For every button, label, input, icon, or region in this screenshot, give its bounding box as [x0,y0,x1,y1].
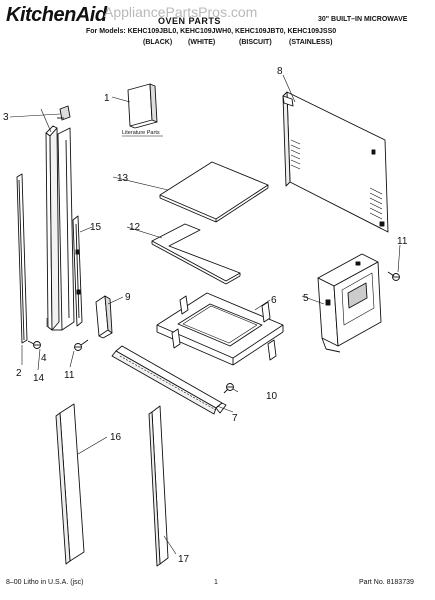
callout-12: 12 [129,222,141,233]
part-bracket-9 [95,295,113,339]
footer-page-number: 1 [214,579,218,586]
part-screw-10 [223,383,234,394]
part-flat-panel-13 [159,161,269,223]
callout-1: 1 [104,93,110,104]
part-side-strip-15 [72,215,83,327]
part-trim-17 [148,405,169,567]
page-title: OVEN PARTS [158,16,221,26]
callout-5: 5 [303,293,309,304]
callout-11-left: 11 [64,370,75,381]
product-type: 30" BUILT–IN MICROWAVE [318,16,408,23]
callout-14: 14 [33,373,45,384]
callout-6: 6 [271,295,277,306]
watermark: AppliancePartsPros.com [104,4,258,20]
callout-10: 10 [266,391,278,402]
callout-7: 7 [232,413,238,424]
callout-11-right: 11 [397,236,408,247]
callout-4: 4 [41,353,47,364]
finish-label: (STAINLESS) [289,39,333,46]
callout-labels: 1 2 3 4 5 6 7 8 9 10 11 11 12 13 14 15 1… [3,66,408,565]
part-front-trim-7 [111,345,227,415]
finish-label: (BLACK) [143,39,173,46]
part-bottom-tray-6 [156,292,284,366]
finish-label: (BISCUIT) [239,39,272,46]
footer-litho: 8–00 Litho in U.S.A. (jsc) [6,579,84,586]
callout-9: 9 [125,292,131,303]
callout-2: 2 [16,368,22,379]
part-screw-11-right [387,271,400,281]
part-literature-book [127,83,158,129]
part-seal-12 [151,223,241,285]
literature-parts-label: Literature Parts [122,130,160,136]
finish-label: (WHITE) [188,39,216,46]
part-clip [57,105,71,121]
part-side-strip-2 [16,173,28,344]
callout-16: 16 [110,432,122,443]
model-list: For Models: KEHC109JBL0, KEHC109JWH0, KE… [86,28,337,35]
part-rear-panel-5 [317,253,382,353]
brand-logo: KitchenAid [6,4,107,26]
part-trim-16 [55,403,85,565]
part-screw-11 [74,339,89,351]
callout-15: 15 [90,222,102,233]
part-screw-14 [27,340,41,349]
part-side-panel-8 [282,91,389,233]
callout-13: 13 [117,173,129,184]
leader-lines [9,74,401,555]
footer-part-number: Part No. 8183739 [359,579,414,586]
callout-8: 8 [277,66,283,77]
part-side-trim-4 [45,125,75,331]
callout-17: 17 [178,554,190,565]
callout-3: 3 [3,112,9,123]
